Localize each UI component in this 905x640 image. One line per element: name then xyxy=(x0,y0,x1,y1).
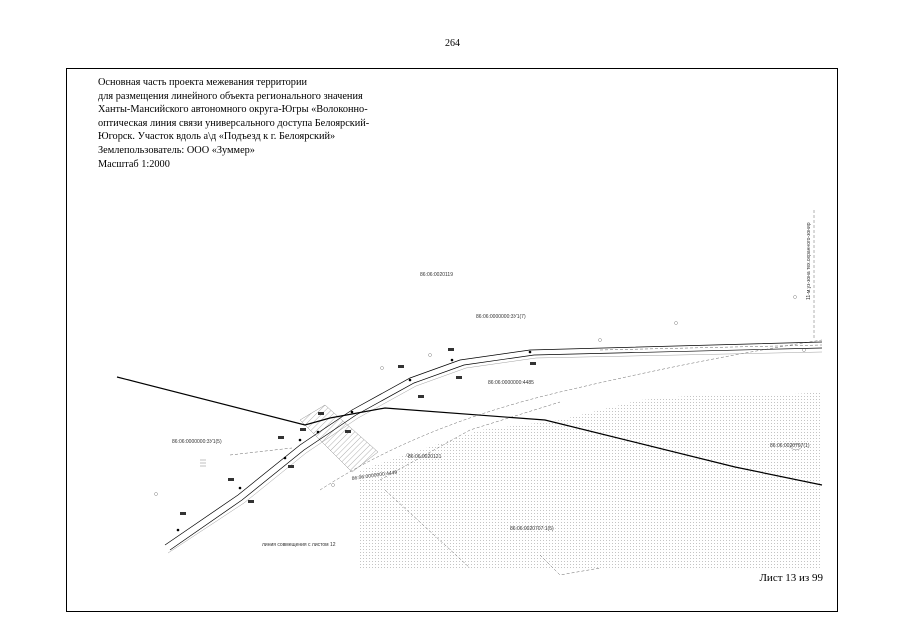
scale-line: Масштаб 1:2000 xyxy=(98,158,170,170)
header-line-2: для размещения линейного объекта региона… xyxy=(98,90,363,102)
stippled-terrain xyxy=(360,392,822,568)
label-86-06-0020121: 86:06:0020121 xyxy=(408,454,442,460)
zone-boundaries xyxy=(229,339,823,576)
label-zu1-7: 86:06:0000000:3У1(7) xyxy=(476,314,526,320)
label-right-zone: 86:06:0020707(1) xyxy=(770,443,810,449)
terrain-symbols xyxy=(154,295,806,496)
label-zu1-5: 86:06:0000000:3У1(5) xyxy=(172,439,222,445)
land-user-line: Землепользователь: ООО «Зуммер» xyxy=(98,144,255,156)
match-line-label: линия совмещения с листом 12 xyxy=(262,542,336,548)
main-boundary-line xyxy=(116,376,823,486)
header-line-5: Югорск. Участок вдоль а\д «Подъезд к г. … xyxy=(98,131,336,143)
document-header: Основная часть проекта межевания террито… xyxy=(98,76,369,171)
vertical-zone-label: 11-м.уз-зона тех.охранного-зонир xyxy=(806,222,812,300)
sheet-frame xyxy=(66,68,838,612)
label-bottom-zone: 86:06:0020707:1(5) xyxy=(510,526,554,532)
header-line-4: оптическая линия связи универсального до… xyxy=(98,117,370,129)
corridor-nodes xyxy=(176,350,532,532)
label-4485: 86:06:0000000:4485 xyxy=(488,380,534,386)
point-markers xyxy=(180,348,536,515)
page-number: 264 xyxy=(445,38,460,49)
cable-corridor xyxy=(164,341,823,554)
header-line-3: Ханты-Мансийского автономного округа-Югр… xyxy=(98,104,368,116)
label-86-06-0020119: 86:06:0020119 xyxy=(420,272,453,278)
hatched-block xyxy=(299,404,379,473)
header-line-1: Основная часть проекта межевания террито… xyxy=(98,77,307,88)
sheet-number: Лист 13 из 99 xyxy=(759,572,823,584)
